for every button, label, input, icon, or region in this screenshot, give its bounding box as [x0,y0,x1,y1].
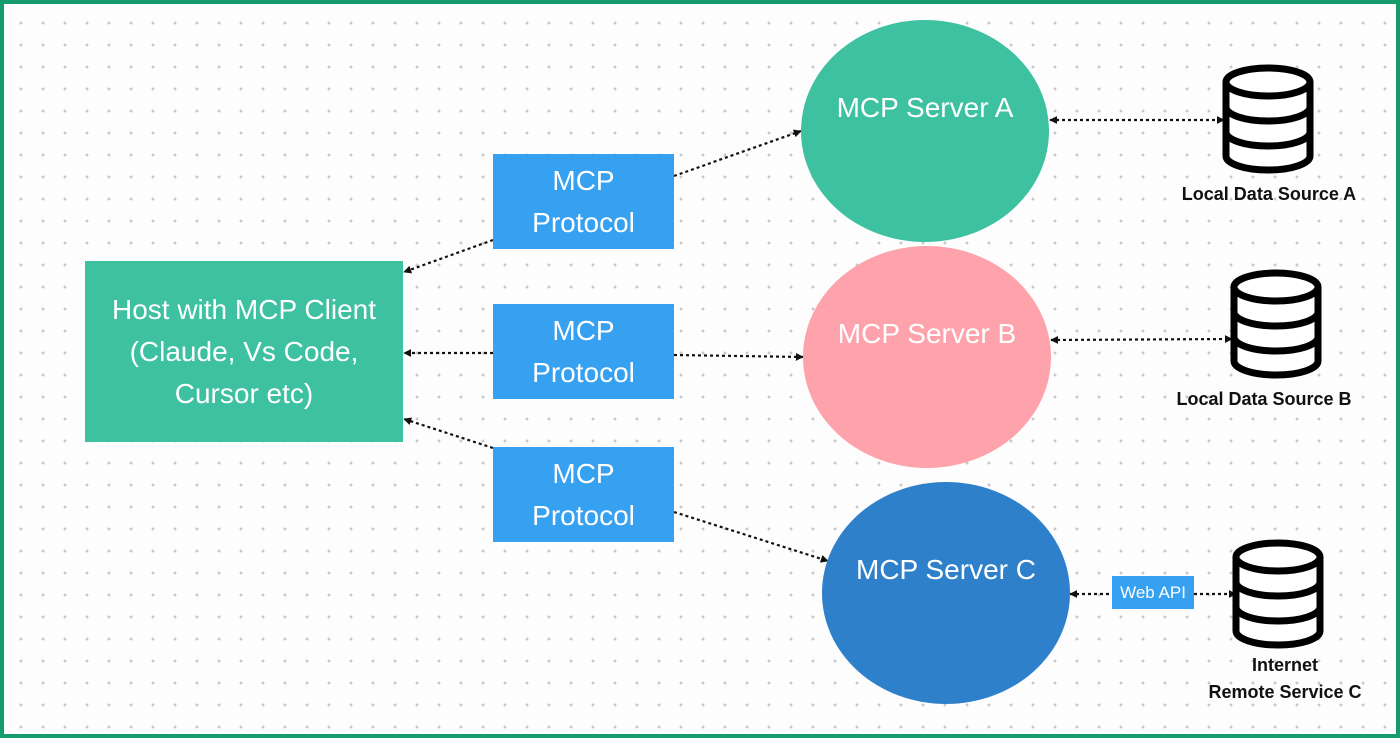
server-c-label: MCP Server C [856,554,1036,585]
local-data-source-b-label: Local Data Source B [1176,389,1352,409]
host-label-line: Host with MCP Client [111,293,376,325]
protocol-label: MCP [552,314,615,346]
connector-server-b-source-b [1050,335,1233,344]
mcp-server-a: MCP Server A [801,20,1049,242]
local-data-source-a-label: Local Data Source A [1181,184,1357,204]
server-a-label: MCP Server A [836,92,1014,123]
mcp-server-b: MCP Server B [803,246,1051,468]
connector-protocol1-server-a [673,129,802,178]
connector-protocol3-host [403,417,494,450]
host-label-line: (Claude, Vs Code, [129,335,359,367]
host-client-box: Host with MCP Client (Claude, Vs Code, C… [85,261,403,442]
mcp-protocol-box: MCP Protocol [493,447,674,542]
connector-protocol3-server-c [673,510,829,563]
mcp-protocol-box: MCP Protocol [493,304,674,399]
server-b-label: MCP Server B [837,318,1017,349]
mcp-protocol-box: MCP Protocol [493,154,674,249]
connectors [403,116,1237,598]
database-icon [1230,269,1322,379]
remote-service-c-label-line2: Remote Service C [1208,682,1362,702]
protocol-label: Protocol [532,499,635,531]
remote-service-c-label-line1: Internet [1251,655,1318,675]
database-icon [1222,64,1314,174]
host-label-line: Cursor etc) [174,377,314,409]
connector-protocol2-server-b [673,352,804,361]
database-icon [1232,539,1324,649]
connector-protocol1-host [403,238,494,274]
mcp-server-c: MCP Server C [822,482,1070,704]
protocol-label: MCP [552,164,615,196]
protocol-label: MCP [552,457,615,489]
protocol-label: Protocol [532,356,635,388]
protocol-label: Protocol [532,206,635,238]
web-api-badge: Web API [1112,576,1194,609]
